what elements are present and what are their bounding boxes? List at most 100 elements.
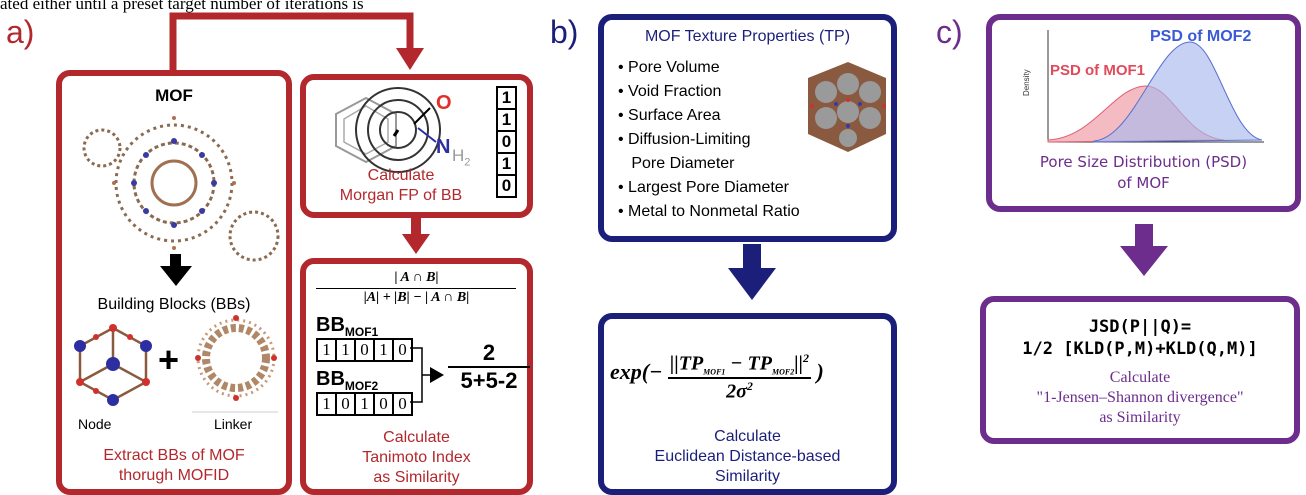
bb2-bit: 1 [316, 392, 337, 416]
den-sup: 2 [746, 378, 753, 393]
tp-item: • Metal to Nonmetal Ratio [618, 203, 800, 220]
panel-c-label: c) [936, 14, 963, 50]
extract-caption-line2: thorugh MOFID [118, 467, 230, 484]
bb-mof2-label: BBMOF2 [316, 368, 378, 393]
formula-fraction-bar [316, 288, 516, 289]
h2-label: H2 [452, 146, 470, 168]
mof-structure-image [82, 116, 280, 262]
result-num: 2 [482, 340, 496, 365]
jsd-caption-line2: "1-Jensen–Shannon divergence" [1036, 389, 1244, 406]
fp-caption-line2: Morgan FP of BB [339, 187, 463, 204]
connector-arrow-a [169, 12, 424, 76]
jsd-formula: JSD(P||Q)= 1/2 [KLD(P,M)+KLD(Q,M)] [986, 316, 1294, 360]
result-den: 5+5-2 [448, 366, 530, 394]
psd-mof2-label: PSD of MOF2 [1150, 28, 1252, 45]
jsd-line2: 1/2 [KLD(P,M)+KLD(Q,M)] [1022, 339, 1258, 359]
euclid-caption-line3: Similarity [715, 468, 780, 485]
extract-caption: Extract BBs of MOF thorugh MOFID [62, 446, 286, 486]
bb1-bit: 0 [354, 338, 375, 362]
down-arrow-icon [1120, 224, 1168, 276]
bb-mof1-label: BBMOF1 [316, 314, 378, 339]
linker-label: Linker [214, 416, 253, 432]
tp-item: • Diffusion-Limiting [618, 131, 751, 148]
formula-close: ) [816, 359, 824, 385]
tp-list: • Pore Volume • Void Fraction • Surface … [618, 56, 800, 224]
formula-numerator: ||TPMOF1 − TPMOF2||2 [668, 351, 811, 377]
mof-cube-image [808, 62, 886, 152]
bb2-bit: 0 [392, 392, 413, 416]
tp-title: MOF Texture Properties (TP) [644, 28, 851, 45]
jsd-box: JSD(P||Q)= 1/2 [KLD(P,M)+KLD(Q,M)] Calcu… [980, 296, 1300, 444]
fp-bit: 1 [496, 108, 517, 132]
tanimoto-caption-line1: Calculate [383, 429, 450, 446]
node-label: Node [78, 416, 112, 432]
bb1-bit: 0 [392, 338, 413, 362]
extract-bbs-box: MOF Building Blocks (BBs) + [56, 70, 292, 495]
bb1-bit: 1 [335, 338, 356, 362]
down-arrow-icon [402, 218, 430, 254]
fp-bit: 1 [496, 152, 517, 176]
bb2-bit: 0 [335, 392, 356, 416]
jsd-line1: JSD(P||Q)= [1088, 317, 1192, 337]
num-sup: 2 [803, 351, 810, 365]
bb1-text: BB [316, 314, 345, 336]
tp-item: • Void Fraction [618, 83, 722, 100]
bb1-bit: 1 [316, 338, 337, 362]
node-structure-image [74, 324, 152, 406]
num-a: ||TP [669, 352, 704, 375]
tanimoto-caption: Calculate Tanimoto Index as Similarity [306, 428, 527, 488]
euclidean-box: exp(− ||TPMOF1 − TPMOF2||2 2σ2 ) Calcula… [598, 313, 897, 495]
fp-caption-line1: Calculate [367, 167, 435, 184]
bbs-label: Building Blocks (BBs) [97, 296, 251, 313]
num-end: || [794, 352, 804, 375]
extract-caption-line1: Extract BBs of MOF [103, 447, 245, 464]
linker-structure-image [192, 315, 278, 413]
merge-arrow-icon [410, 347, 444, 403]
density-label: Density [1022, 69, 1031, 96]
down-arrow-icon [160, 254, 192, 286]
psd-mof1-label: PSD of MOF1 [1050, 62, 1146, 79]
num-minus: − TP [725, 352, 772, 375]
psd-plot [1047, 30, 1264, 143]
fp-bit-vector: 1 1 0 1 0 [496, 86, 517, 198]
tanimoto-result: 2 5+5-2 [448, 340, 530, 394]
top-caption: ated either until a preset target number… [0, 0, 364, 13]
formula-exp: exp(− [610, 359, 663, 385]
tp-item: • Pore Volume [618, 59, 720, 76]
tanimoto-caption-line2: Tanimoto Index [362, 449, 471, 466]
fp-caption: Calculate Morgan FP of BB [306, 166, 496, 206]
tp-item: • Largest Pore Diameter [618, 179, 790, 196]
panel-a-label: a) [6, 14, 35, 50]
psd-caption: Pore Size Distribution (PSD) of MOF [992, 152, 1295, 194]
texture-properties-box: MOF Texture Properties (TP) [598, 14, 897, 242]
psd-box: Density PSD of MOF2 PSD of MOF1 Pore Siz… [986, 14, 1301, 212]
down-arrow-icon [728, 244, 776, 300]
tanimoto-box: | A ∩ B| |A| + |B| − | A ∩ B| BBMOF1 1 1… [300, 258, 533, 495]
jsd-caption-line3: as Similarity [1099, 409, 1181, 426]
euclid-caption-line1: Calculate [714, 428, 781, 445]
euclid-caption: Calculate Euclidean Distance-based Simil… [604, 427, 891, 487]
oxygen-label: O [436, 92, 452, 114]
bb-mof2-bits: 1 0 1 0 0 [316, 392, 413, 416]
bb2-text: BB [316, 368, 345, 390]
fp-bit: 1 [496, 86, 517, 110]
panel-b-label: b) [550, 14, 579, 50]
fp-bit: 0 [496, 130, 517, 154]
bb-mof1-bits: 1 1 0 1 0 [316, 338, 413, 362]
nitrogen-label: N [436, 136, 451, 158]
jsd-caption-line1: Calculate [1109, 369, 1171, 386]
num-sub-b: MOF2 [771, 367, 795, 377]
psd-caption-line2: of MOF [1117, 174, 1170, 192]
jsd-caption: Calculate "1-Jensen–Shannon divergence" … [986, 368, 1294, 428]
euclid-formula: exp(− ||TPMOF1 − TPMOF2||2 2σ2 ) [610, 351, 824, 403]
fp-bit: 0 [496, 174, 517, 198]
bb2-bit: 0 [373, 392, 394, 416]
tanimoto-caption-line3: as Similarity [373, 469, 460, 486]
psd-caption-line1: Pore Size Distribution (PSD) [1039, 153, 1248, 171]
den-text: 2σ [726, 380, 747, 403]
morgan-fp-box: O N H2 1 1 0 1 0 Calculate Morgan FP of … [300, 74, 533, 218]
formula-denominator: 2σ2 [667, 376, 812, 404]
tp-item: Pore Diameter [618, 155, 735, 172]
h2-sub: 2 [464, 156, 471, 169]
tanimoto-formula-den: |A| + |B| − | A ∩ B| [363, 290, 470, 305]
